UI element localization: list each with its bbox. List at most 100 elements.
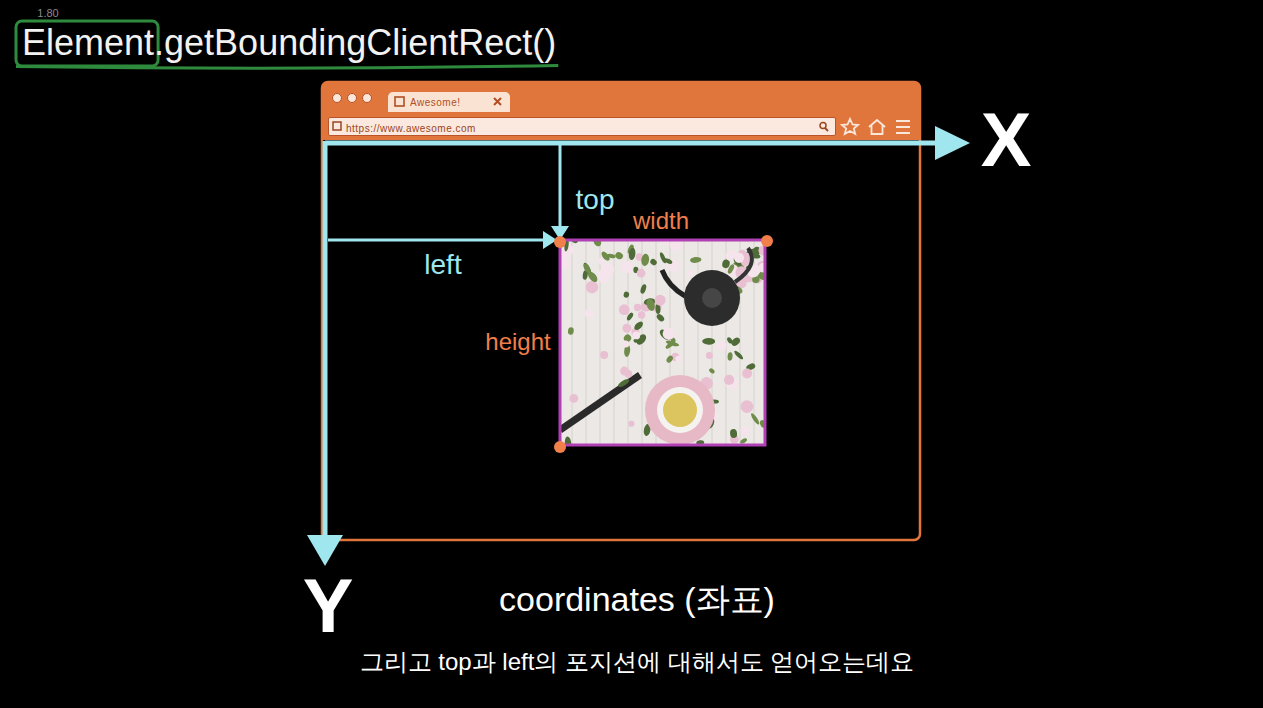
page-icon [395, 97, 404, 106]
corner-dot [554, 441, 566, 453]
blossom [663, 327, 675, 339]
teapot-lid [702, 288, 722, 308]
leaf [567, 327, 574, 335]
leaf [639, 284, 647, 295]
blossom [655, 295, 666, 306]
leaf [628, 247, 636, 260]
blossom [706, 352, 713, 359]
browser-chrome [322, 82, 920, 140]
blossom [724, 375, 734, 385]
caption: coordinates (좌표) [499, 580, 775, 619]
arrowhead [307, 535, 343, 566]
leaf [690, 256, 702, 263]
leaf [617, 378, 631, 389]
page-icon [333, 122, 341, 130]
photo-planks [572, 240, 765, 445]
photo-background [560, 240, 765, 445]
plank-line [572, 240, 573, 445]
leaf [730, 336, 742, 347]
home-icon [869, 120, 885, 134]
blossom [619, 304, 630, 315]
y-axis [323, 141, 328, 537]
blossom [600, 351, 608, 359]
blossom [670, 240, 683, 251]
leaf [727, 263, 736, 274]
browser-frame [322, 82, 920, 540]
toolbar-icons [842, 119, 910, 134]
close-icon [494, 98, 501, 105]
dimension-label: width [633, 209, 689, 233]
leaf [582, 262, 592, 274]
left-arrow [328, 239, 545, 242]
tab-text: Awesome! [410, 94, 461, 112]
blossom [562, 260, 571, 269]
saucer [645, 375, 715, 445]
axis-name: Y [303, 568, 354, 644]
blossom [585, 309, 594, 318]
teapot [684, 270, 740, 326]
dimension-label: height [485, 330, 550, 354]
leaf [708, 367, 715, 374]
address-bar: https://www.awesome.com [328, 117, 836, 136]
leaf [739, 437, 747, 444]
blossom [601, 263, 614, 276]
blossom [742, 369, 752, 379]
axes [307, 126, 970, 566]
photo-leaves [560, 240, 765, 445]
leaf [645, 297, 656, 311]
photo [560, 240, 765, 445]
tea [663, 393, 697, 427]
speed-indicator: 1.80 [37, 8, 58, 19]
window-dot [348, 94, 357, 103]
highlight-underline [16, 65, 558, 68]
blossom [622, 340, 629, 347]
window-dot [333, 94, 342, 103]
blossom [622, 324, 631, 333]
cup [657, 387, 703, 433]
leaf [733, 350, 744, 361]
leaf [649, 258, 658, 267]
leaf [702, 338, 715, 345]
leaf [623, 291, 630, 298]
corner-dot [761, 235, 773, 247]
window-dot [363, 94, 372, 103]
blossom [716, 341, 726, 351]
leaf [607, 253, 616, 259]
leaf [655, 313, 665, 323]
blossom [598, 258, 604, 264]
x-axis [325, 141, 940, 146]
blossom [620, 367, 629, 376]
blossom [638, 311, 645, 318]
arrowhead [935, 126, 970, 160]
photo-branch [560, 375, 640, 430]
star-icon [842, 119, 858, 134]
leaf [730, 429, 738, 439]
blossom [741, 400, 754, 413]
leaf [663, 257, 673, 265]
browser-tab: Awesome! [388, 92, 510, 112]
teapot-handle [735, 248, 752, 282]
element-box [560, 240, 765, 445]
blossom [675, 356, 681, 362]
subtitle: 그리고 top과 left의 포지션에 대해서도 얻어오는데요 [360, 650, 915, 674]
teapot-spout [662, 270, 685, 296]
blossom [632, 332, 640, 340]
search-icon [825, 128, 828, 131]
blossom [637, 269, 646, 278]
corner-dot [554, 236, 566, 248]
menu-icon [896, 121, 910, 133]
title: Element.getBoundingClientRect() [22, 22, 556, 63]
blossom [586, 281, 598, 293]
measure-label: left [424, 251, 461, 279]
blossom [740, 427, 749, 436]
search-icon [820, 123, 826, 129]
blossom [734, 253, 744, 263]
axis-name: X [981, 102, 1032, 178]
leaf [641, 253, 650, 266]
blossom [628, 421, 634, 427]
leaf [633, 320, 645, 332]
leaf [727, 352, 733, 361]
blossom [569, 394, 578, 403]
blossom [621, 261, 633, 273]
